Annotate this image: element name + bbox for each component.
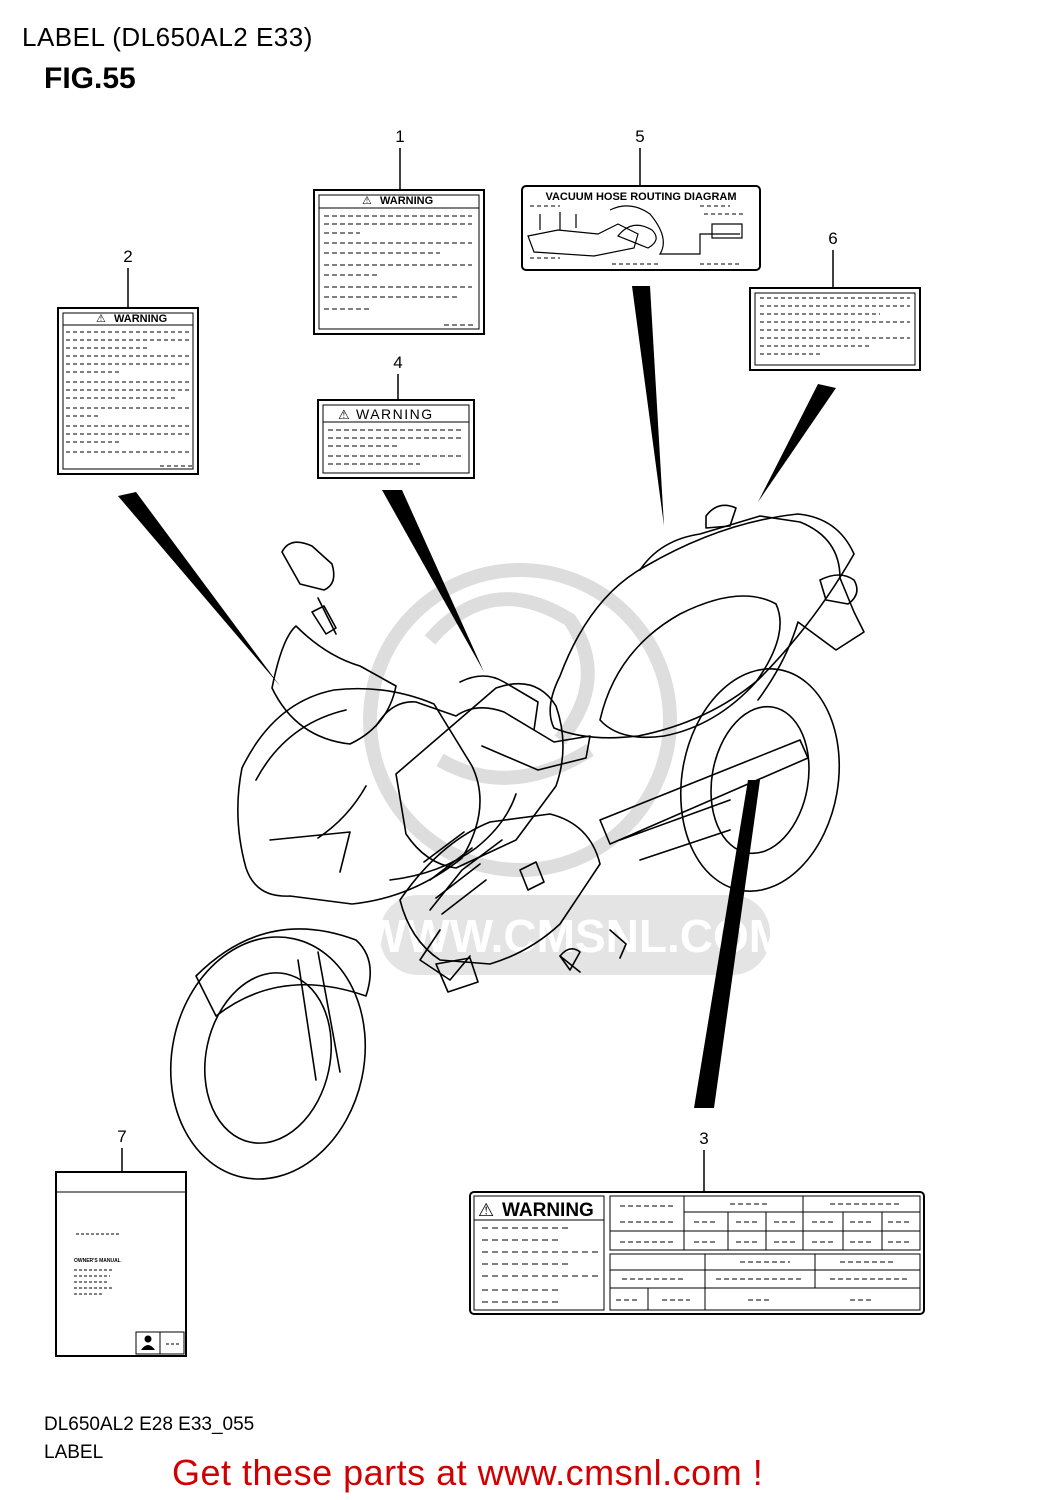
owners-manual-frame <box>55 1171 187 1357</box>
label-5-title: VACUUM HOSE ROUTING DIAGRAM <box>545 191 736 203</box>
warning-triangle-icon: ⚠ <box>478 1200 494 1220</box>
leader-5 <box>632 286 664 526</box>
rear-wheel <box>679 668 841 892</box>
engine <box>399 813 601 965</box>
label-3-warning: WARNING <box>502 1200 594 1221</box>
callout-number: 2 <box>123 247 132 266</box>
exhaust <box>435 957 479 993</box>
figure-label: FIG.55 <box>44 62 136 95</box>
label-2-frame <box>57 307 199 475</box>
page-header: LABEL (DL650AL2 E33) <box>22 22 313 52</box>
person-icon <box>144 1335 152 1343</box>
callout-2[interactable]: 2 ⚠ WARNING <box>57 247 199 475</box>
fuel-tank <box>395 682 564 869</box>
front-fork <box>297 951 341 1081</box>
label-6-text-lines <box>760 297 910 355</box>
callout-1[interactable]: 1 ⚠ WARNING <box>313 127 485 335</box>
callout-number: 1 <box>395 127 404 146</box>
label-1-text-lines <box>324 215 476 326</box>
owners-manual-title: OWNER'S MANUAL <box>74 1258 121 1264</box>
callout-number: 5 <box>635 127 644 146</box>
callout-4[interactable]: 4 ⚠ WARNING <box>317 353 475 479</box>
label-2-warning: WARNING <box>114 313 167 325</box>
warning-triangle-icon: ⚠ <box>96 313 106 325</box>
callout-number: 7 <box>117 1127 126 1146</box>
callout-7[interactable]: 7 OWNER'S MANUAL <box>55 1127 187 1357</box>
callout-3[interactable]: 3 ⚠ WARNING <box>469 1129 925 1315</box>
handlebar <box>375 675 591 771</box>
diagram-name: LABEL <box>44 1442 104 1463</box>
watermark-text: WWW.CMSNL.COM <box>363 910 787 962</box>
label-3-frame <box>469 1191 925 1315</box>
watermark: WWW.CMSNL.COM <box>363 563 787 975</box>
callout-5[interactable]: 5 VACUUM HOSE ROUTING DIAGRAM <box>521 127 761 271</box>
callout-number: 4 <box>393 353 402 372</box>
label-4-warning: WARNING <box>356 406 434 422</box>
label-1-frame <box>313 189 485 335</box>
callout-6[interactable]: 6 <box>749 229 921 371</box>
front-wheel <box>169 936 367 1180</box>
tail-section <box>639 515 865 701</box>
cta-link[interactable]: Get these parts at www.cmsnl.com ! <box>172 1452 764 1493</box>
windscreen <box>271 625 397 745</box>
warning-triangle-icon: ⚠ <box>362 195 372 207</box>
watermark-banner <box>380 895 770 975</box>
leader-3 <box>694 780 760 1108</box>
label-5-text-lines <box>530 205 746 265</box>
tail-light <box>705 504 858 605</box>
label-1-warning: WARNING <box>380 195 433 207</box>
warning-triangle-icon: ⚠ <box>338 407 350 422</box>
diagram-code: DL650AL2 E28 E33_055 <box>44 1414 255 1435</box>
callout-number: 3 <box>699 1129 708 1148</box>
seat <box>549 513 855 739</box>
label-3-text-lines <box>482 1227 598 1303</box>
label-2-text-lines <box>66 331 192 467</box>
mirror <box>281 541 337 635</box>
leader-4 <box>382 490 484 672</box>
swingarm <box>599 739 809 861</box>
label-4-text-lines <box>328 429 464 465</box>
label-3-table-text <box>616 1203 912 1301</box>
watermark-emblem <box>363 563 677 877</box>
label-4-frame <box>317 399 475 479</box>
footpeg <box>519 861 581 973</box>
leader-lines <box>118 286 836 1108</box>
motorcycle-illustration <box>169 504 865 1180</box>
label-6-frame <box>749 287 921 371</box>
leader-6 <box>758 384 836 502</box>
leader-2 <box>118 492 280 686</box>
front-fender <box>195 928 372 1017</box>
label-3-table <box>609 1195 921 1311</box>
hose-routing-sketch <box>527 205 743 257</box>
callout-number: 6 <box>828 229 837 248</box>
